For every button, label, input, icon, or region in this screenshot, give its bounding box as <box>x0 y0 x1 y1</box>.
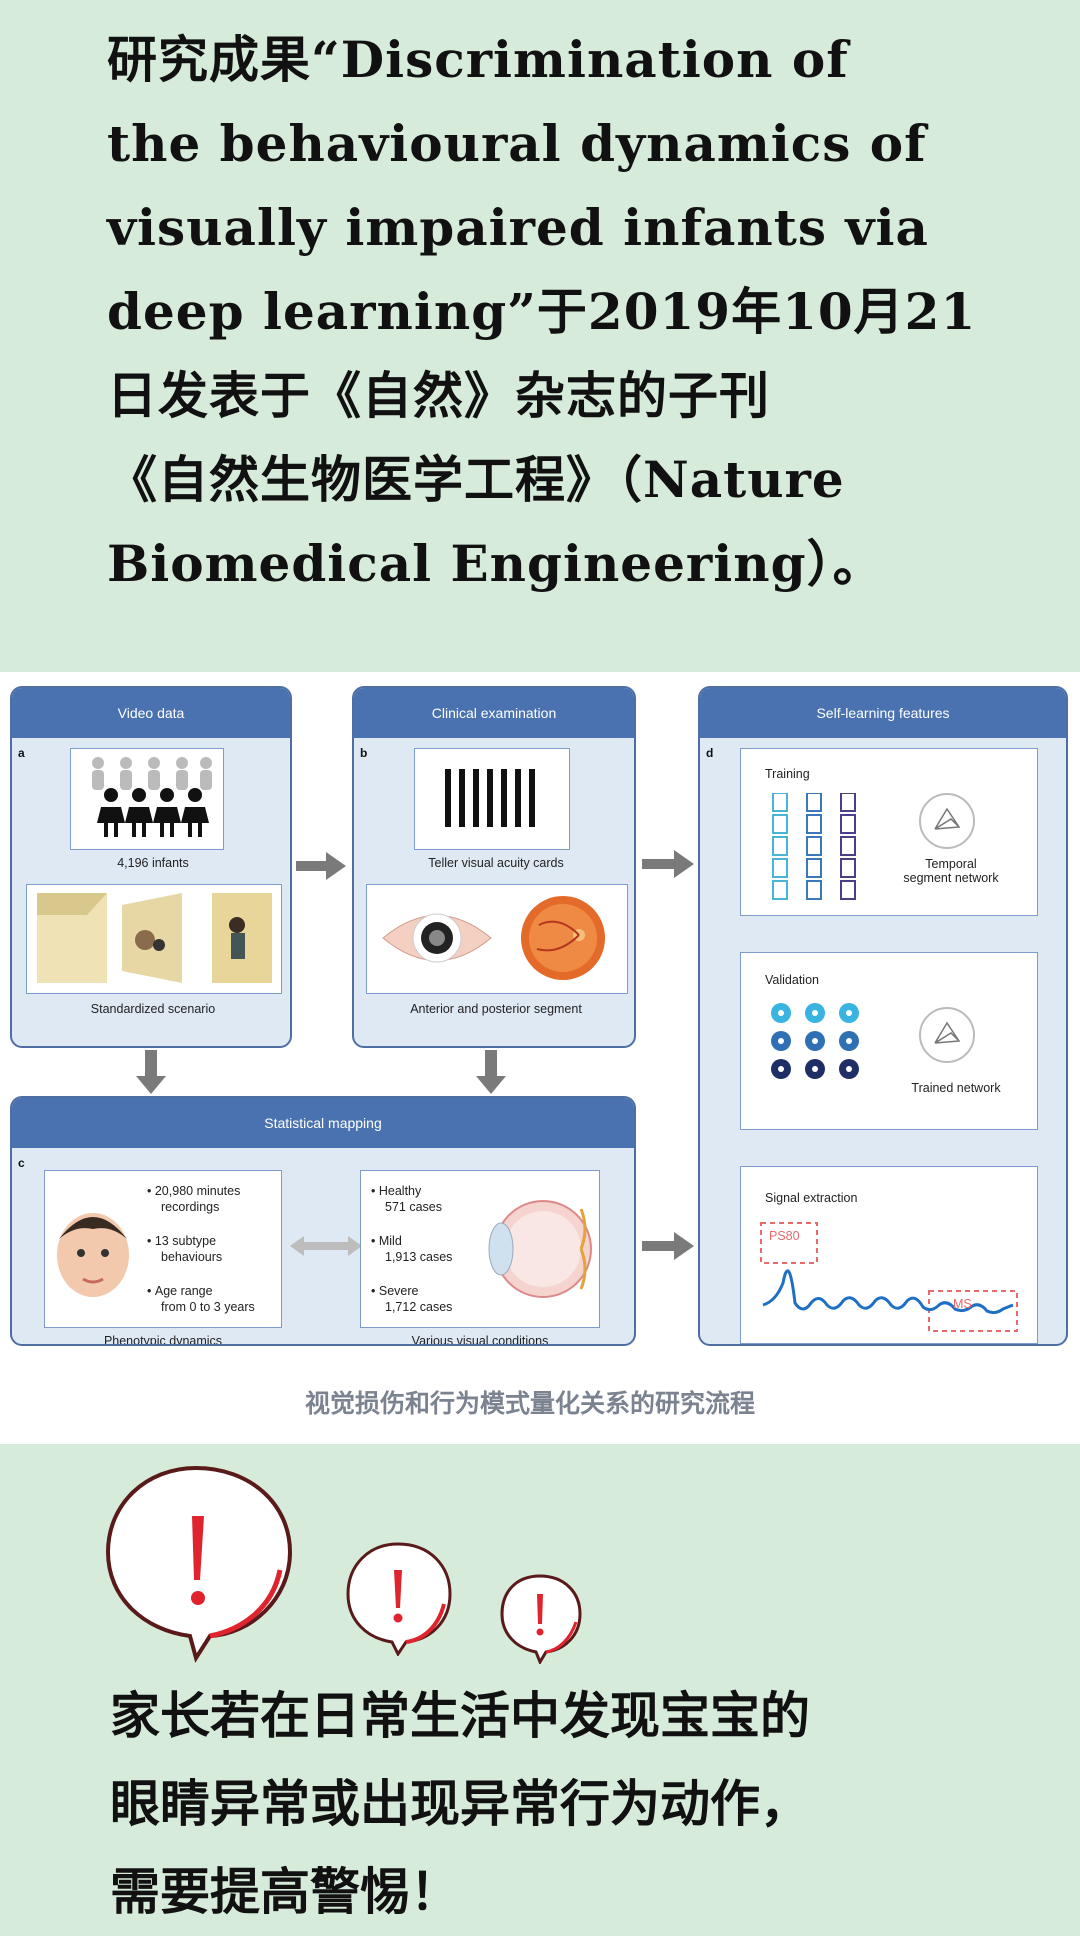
intro-line: 《自然生物医学工程》（Nature <box>107 450 845 509</box>
infant-face-icon <box>57 1213 129 1297</box>
warning-line: 眼睛异常或出现异常行为动作， <box>110 1774 810 1833</box>
bullet-item-cont: from 0 to 3 years <box>161 1300 255 1314</box>
caption-segment: Anterior and posterior segment <box>410 1002 582 1016</box>
arrow-right <box>296 852 346 880</box>
double-arrow <box>290 1236 362 1256</box>
bullet-item: • Age range <box>147 1284 213 1298</box>
eye-icon <box>382 896 605 980</box>
arrow-right <box>642 1232 694 1260</box>
warning-line: 家长若在日常生活中发现宝宝的 <box>110 1686 810 1745</box>
network-icon <box>919 793 975 849</box>
training-box: Training Temporal segment network <box>740 748 1038 916</box>
exclamation-bubble-medium-icon <box>346 1542 452 1656</box>
panel-video-data: Video data a <box>10 686 292 1048</box>
scenario-box <box>26 884 282 994</box>
panel-letter: b <box>360 746 368 760</box>
arrow-down <box>136 1050 166 1094</box>
bullet-item-cont: behaviours <box>161 1250 223 1264</box>
film-reel-icons <box>771 1003 859 1079</box>
panel-clinical-examination: Clinical examination b Teller visual acu… <box>352 686 636 1048</box>
validation-label: Validation <box>765 973 819 987</box>
signal-extraction-box: Signal extraction PS80 MS <box>740 1166 1038 1344</box>
visual-conditions-box: • Healthy 571 cases • Mild 1,913 cases •… <box>360 1170 600 1328</box>
acuity-card-box <box>414 748 570 850</box>
panel-title: Video data <box>12 688 290 738</box>
bullet-item-cont: 1,913 cases <box>385 1250 453 1264</box>
eyeball-cross-section-icon <box>488 1200 592 1298</box>
network-icon <box>919 1007 975 1063</box>
ms-label: MS <box>953 1297 972 1311</box>
bullet-item-cont: 1,712 cases <box>385 1300 453 1314</box>
ps80-label: PS80 <box>769 1229 800 1243</box>
intro-line: the behavioural dynamics of <box>107 114 927 173</box>
panel-letter: d <box>706 746 714 760</box>
validation-box: Validation T <box>740 952 1038 1130</box>
temporal-network-label: Temporal segment network <box>903 857 999 885</box>
intro-line: 日发表于《自然》杂志的子刊 <box>107 366 770 425</box>
intro-line: deep learning”于2019年10月21 <box>107 282 977 341</box>
signal-waveform <box>760 1222 1018 1332</box>
fundus-icon <box>521 896 605 980</box>
panel-title: Clinical examination <box>354 688 634 738</box>
panel-letter: c <box>18 1156 25 1170</box>
bullet-item: • Mild <box>371 1234 402 1248</box>
caption-scenario: Standardized scenario <box>90 1002 216 1016</box>
caption-acuity: Teller visual acuity cards <box>428 856 564 870</box>
figure-caption: 视觉损伤和行为模式量化关系的研究流程 <box>304 1389 755 1418</box>
warning-text: 家长若在日常生活中发现宝宝的 眼睛异常或出现异常行为动作， 需要提高警惕！ <box>110 1672 990 1936</box>
bullet-item: • 20,980 minutes <box>147 1184 241 1198</box>
phenotypic-box: • 20,980 minutes recordings • 13 subtype… <box>44 1170 282 1328</box>
intro-line: visually impaired infants via <box>107 198 929 257</box>
arrow-right <box>642 850 694 878</box>
bullet-item-cont: 571 cases <box>385 1200 442 1214</box>
bullet-item-cont: recordings <box>161 1200 220 1214</box>
exclamation-bubble-small-icon <box>500 1574 582 1664</box>
arrow-down <box>476 1050 506 1094</box>
bullet-list-left: • 20,980 minutes recordings • 13 subtype… <box>147 1183 255 1315</box>
bullet-item: • 13 subtype <box>147 1234 217 1248</box>
acuity-card-icon <box>445 769 535 827</box>
video-frames-icon <box>772 793 856 900</box>
panel-title: Self-learning features <box>700 688 1066 738</box>
intro-text: 研究成果“Discrimination of the behavioural d… <box>107 18 987 606</box>
infants-box <box>70 748 224 850</box>
signal-label: Signal extraction <box>765 1191 858 1205</box>
panel-title: Statistical mapping <box>12 1098 634 1148</box>
bullet-item: • Healthy <box>371 1184 422 1198</box>
caption-phenotypic: Phenotypic dynamics <box>103 1334 223 1346</box>
scenario-illustration <box>37 893 272 983</box>
caption-infants: 4,196 infants <box>117 856 189 870</box>
research-flow-figure: Video data a <box>0 672 1080 1444</box>
people-icon <box>92 757 212 837</box>
warning-line: 需要提高警惕！ <box>110 1862 460 1921</box>
panel-self-learning-features: Self-learning features d Training Tempor <box>698 686 1068 1346</box>
panel-statistical-mapping: Statistical mapping c • 20,980 minutes r… <box>10 1096 636 1346</box>
segment-box <box>366 884 628 994</box>
intro-line: Biomedical Engineering）。 <box>107 534 884 593</box>
caption-conditions: Various visual conditions <box>411 1334 549 1346</box>
intro-line: 研究成果“Discrimination of <box>107 30 849 89</box>
exclamation-bubble-large-icon <box>105 1465 293 1663</box>
bullet-item: • Severe <box>371 1284 419 1298</box>
trained-network-label: Trained network <box>911 1081 1001 1095</box>
training-label: Training <box>765 767 810 781</box>
bullet-list-right: • Healthy 571 cases • Mild 1,913 cases •… <box>371 1183 452 1315</box>
panel-letter: a <box>18 746 25 760</box>
